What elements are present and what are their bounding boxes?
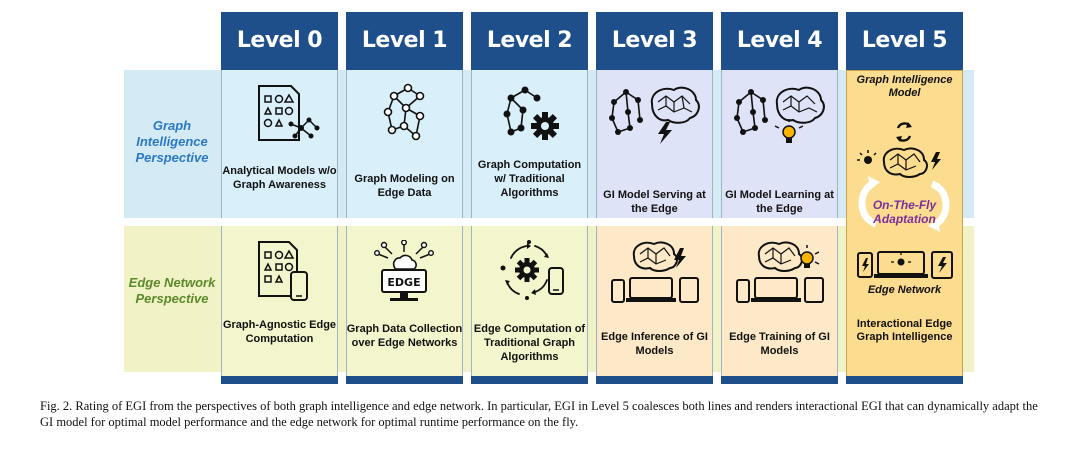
level-4-graph-text: GI Model Learning at the Edge <box>725 189 834 215</box>
document-shapes-graph-icon <box>258 85 320 141</box>
level-5-cell <box>846 70 963 378</box>
level-3-footer <box>596 376 713 384</box>
level-4-column: Level 4 GI Model Learning at the Edge <box>721 12 838 384</box>
cycle-arrows-icon <box>858 176 950 232</box>
level-0-graph-cell <box>221 70 338 218</box>
level-5-header: Level 5 <box>846 12 963 70</box>
level-2-edge-text: Edge Computation of Traditional Graph Al… <box>473 323 586 363</box>
level-1-column: Level 1 Graph Modeling on Edge Data EDGE… <box>346 12 463 384</box>
graph-intelligence-perspective-label: Graph Intelligence Perspective <box>135 118 209 165</box>
gear-cycle-phone-icon <box>500 240 564 300</box>
level-4-edge-text: Edge Training of GI Models <box>729 331 830 357</box>
level-0-edge-text: Graph-Agnostic Edge Computation <box>222 319 337 345</box>
level-1-graph-cell <box>346 70 463 218</box>
level-0-footer <box>221 376 338 384</box>
level-2-header: Level 2 <box>471 12 588 70</box>
level-5-edge-network-text: Edge Network <box>867 284 942 296</box>
level-4-footer <box>721 376 838 384</box>
level-1-header: Level 1 <box>346 12 463 70</box>
brain-bulb-devices-icon <box>736 241 824 303</box>
level-2-graph-text: Graph Computation w/ Traditional Algorit… <box>477 159 582 199</box>
level-0-header: Level 0 <box>221 12 338 70</box>
level-4-header: Level 4 <box>721 12 838 70</box>
brain-bolt-devices-icon <box>611 241 699 303</box>
level-3-header: Level 3 <box>596 12 713 70</box>
graph-nodes-icon <box>383 83 425 141</box>
level-3-column: Level 3 GI Model Serving at the Edge Edg… <box>596 12 713 384</box>
level-5-interactional-text: Interactional Edge Graph Intelligence <box>856 318 953 343</box>
graph-brain-bulb-icon <box>734 86 825 143</box>
level-2-column: Level 2 Graph Computation w/ Traditional… <box>471 12 588 384</box>
level-2-footer <box>471 376 588 384</box>
level-2-graph-cell <box>471 70 588 218</box>
level-0-graph-text: Analytical Models w/o Graph Awareness <box>222 165 337 191</box>
svg-text:EDGE: EDGE <box>387 276 420 289</box>
document-phone-icon <box>258 241 308 301</box>
level-5-adaptation-graphic <box>857 122 950 232</box>
level-1-footer <box>346 376 463 384</box>
figure-caption: Fig. 2. Rating of EGI from the perspecti… <box>40 399 1038 429</box>
level-5-model-text: Graph Intelligence Model <box>856 74 953 99</box>
level-5-column: Level 5 Graph Intelligence Model On-The- <box>846 12 963 384</box>
level-3-graph-text: GI Model Serving at the Edge <box>603 189 706 215</box>
level-5-adaptation-text: On-The-Fly Adaptation <box>872 198 937 226</box>
brain-icon <box>882 147 928 178</box>
refresh-icon <box>896 122 912 142</box>
edge-server-cloud-icon: EDGE <box>374 240 434 301</box>
level-2-edge-cell <box>471 226 588 376</box>
level-1-edge-text: Graph Data Collection over Edge Networks <box>346 323 463 349</box>
level-5-footer <box>846 376 963 384</box>
graph-gear-icon <box>503 86 559 140</box>
lightbulb-icon <box>857 150 877 164</box>
level-0-column: Level 0 Analytical Models w/o Graph Awar… <box>221 12 338 384</box>
level-5-devices-icon <box>857 251 953 279</box>
level-1-graph-text: Graph Modeling on Edge Data <box>354 173 455 199</box>
graph-brain-bolt-icon <box>609 86 700 144</box>
bolt-icon <box>931 152 941 170</box>
edge-network-perspective-label: Edge Network Perspective <box>128 275 216 306</box>
level-3-edge-text: Edge Inference of GI Models <box>601 331 708 357</box>
